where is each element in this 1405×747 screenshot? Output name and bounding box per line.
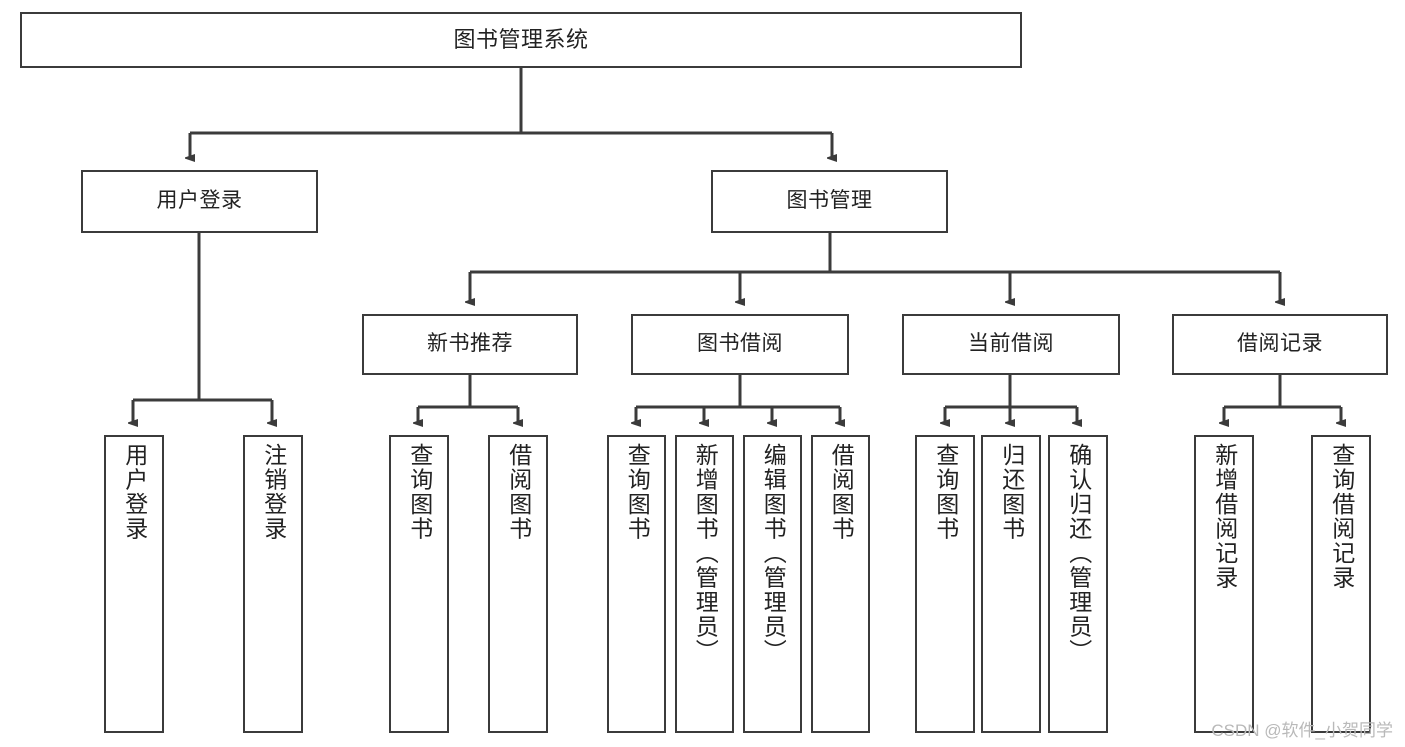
node-label-leaf-query-record: 查询借阅记录 bbox=[1328, 443, 1355, 590]
node-label-leaf-confirm-return-admin: 确认归还（管理员） bbox=[1065, 443, 1092, 664]
node-leaf-logout[interactable]: 注销登录 bbox=[243, 435, 303, 733]
node-book-manage[interactable]: 图书管理 bbox=[711, 170, 948, 233]
node-leaf-query-book-3[interactable]: 查询图书 bbox=[915, 435, 975, 733]
node-label-leaf-add-record: 新增借阅记录 bbox=[1211, 443, 1238, 590]
node-borrow-record[interactable]: 借阅记录 bbox=[1172, 314, 1388, 375]
node-label-leaf-edit-book-admin: 编辑图书（管理员） bbox=[760, 443, 787, 664]
node-leaf-add-book-admin[interactable]: 新增图书（管理员） bbox=[675, 435, 734, 733]
watermark-text: CSDN @软件_小贺同学 bbox=[1211, 721, 1393, 740]
node-current-borrow[interactable]: 当前借阅 bbox=[902, 314, 1120, 375]
node-leaf-add-record[interactable]: 新增借阅记录 bbox=[1194, 435, 1254, 733]
node-leaf-query-record[interactable]: 查询借阅记录 bbox=[1311, 435, 1371, 733]
node-label-root: 图书管理系统 bbox=[453, 27, 589, 53]
node-label-user-login: 用户登录 bbox=[156, 189, 243, 213]
node-user-login[interactable]: 用户登录 bbox=[81, 170, 318, 233]
node-label-borrow-record: 借阅记录 bbox=[1237, 332, 1323, 356]
node-book-borrow[interactable]: 图书借阅 bbox=[631, 314, 849, 375]
node-label-leaf-logout: 注销登录 bbox=[260, 443, 287, 541]
node-leaf-return-book[interactable]: 归还图书 bbox=[981, 435, 1041, 733]
node-label-leaf-return-book: 归还图书 bbox=[998, 443, 1025, 541]
node-leaf-borrow-book-2[interactable]: 借阅图书 bbox=[811, 435, 870, 733]
node-leaf-query-book-1[interactable]: 查询图书 bbox=[389, 435, 449, 733]
node-leaf-confirm-return-admin[interactable]: 确认归还（管理员） bbox=[1048, 435, 1108, 733]
node-label-book-borrow: 图书借阅 bbox=[697, 332, 783, 356]
node-new-book-recommend[interactable]: 新书推荐 bbox=[362, 314, 578, 375]
node-label-leaf-query-book-2: 查询图书 bbox=[624, 443, 651, 541]
node-label-leaf-borrow-book-2: 借阅图书 bbox=[828, 443, 855, 541]
node-leaf-query-book-2[interactable]: 查询图书 bbox=[607, 435, 666, 733]
node-leaf-edit-book-admin[interactable]: 编辑图书（管理员） bbox=[743, 435, 802, 733]
node-label-leaf-add-book-admin: 新增图书（管理员） bbox=[692, 443, 719, 664]
node-label-leaf-query-book-1: 查询图书 bbox=[406, 443, 433, 541]
node-label-book-manage: 图书管理 bbox=[786, 189, 873, 213]
node-label-leaf-query-book-3: 查询图书 bbox=[932, 443, 959, 541]
node-label-current-borrow: 当前借阅 bbox=[968, 332, 1054, 356]
node-label-leaf-user-login: 用户登录 bbox=[121, 443, 148, 541]
node-label-new-book-recommend: 新书推荐 bbox=[427, 332, 513, 356]
node-leaf-borrow-book-1[interactable]: 借阅图书 bbox=[488, 435, 548, 733]
node-label-leaf-borrow-book-1: 借阅图书 bbox=[505, 443, 532, 541]
node-leaf-user-login[interactable]: 用户登录 bbox=[104, 435, 164, 733]
node-root-system[interactable]: 图书管理系统 bbox=[20, 12, 1022, 68]
